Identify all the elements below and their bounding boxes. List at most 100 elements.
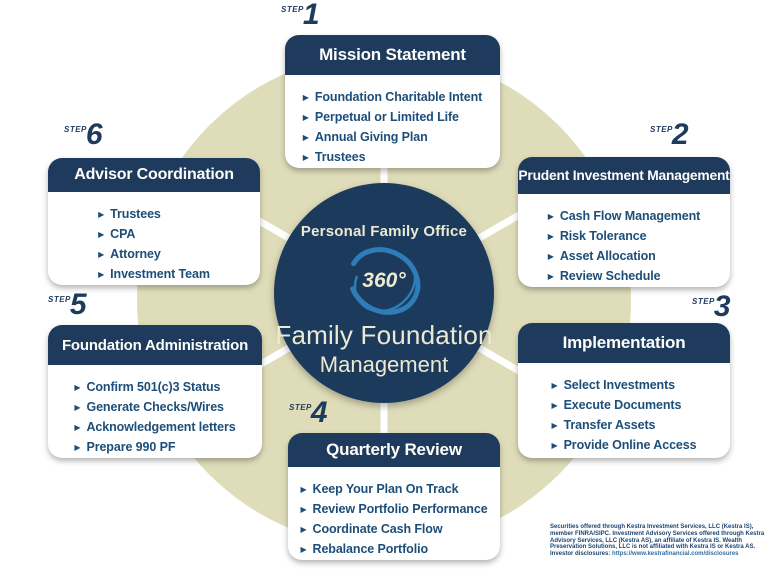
bullet-arrow-icon: ▶ bbox=[547, 272, 554, 281]
360-ring-icon bbox=[347, 247, 421, 315]
card-header: Mission Statement bbox=[285, 35, 500, 75]
list-item: ▶ Transfer Assets bbox=[552, 416, 697, 436]
center-title-line2: Management bbox=[319, 352, 449, 377]
list-item-label: Execute Documents bbox=[563, 398, 682, 412]
card-item-list: ▶Confirm 501(c)3 Status ▶Generate Checks… bbox=[74, 378, 235, 458]
bullet-arrow-icon: ▶ bbox=[74, 423, 81, 432]
list-item-label: Select Investments bbox=[563, 378, 676, 392]
step-badge-1: STEP 1 bbox=[281, 0, 320, 31]
list-item-label: Provide Online Access bbox=[563, 438, 697, 452]
badge-360: 360° bbox=[341, 244, 427, 318]
bullet-arrow-icon: ▶ bbox=[551, 441, 558, 450]
step-number: 3 bbox=[713, 290, 731, 323]
list-item: ▶Generate Checks/Wires bbox=[74, 398, 235, 418]
center-office-label: Personal Family Office bbox=[300, 223, 468, 240]
bullet-arrow-icon: ▶ bbox=[302, 153, 309, 162]
list-item: ▶ Provide Online Access bbox=[552, 436, 697, 456]
list-item-label: CPA bbox=[110, 227, 136, 241]
list-item: ▶ Cash Flow Management bbox=[547, 207, 701, 227]
list-item: ▶ Keep Your Plan On Track bbox=[300, 480, 487, 500]
list-item-label: Keep Your Plan On Track bbox=[312, 482, 459, 496]
step-card-quarterly-review: Quarterly Review ▶Keep Your Plan On Trac… bbox=[288, 433, 500, 560]
step-number: 5 bbox=[69, 288, 87, 321]
step-badge-3: STEP 3 bbox=[692, 290, 731, 323]
card-body: ▶Confirm 501(c)3 Status ▶Generate Checks… bbox=[48, 365, 262, 458]
card-body: ▶Foundation Charitable Intent ▶Perpetual… bbox=[285, 75, 500, 168]
bullet-arrow-icon: ▶ bbox=[547, 212, 554, 221]
list-item: ▶Risk Tolerance bbox=[548, 227, 700, 247]
step-word: STEP bbox=[692, 297, 715, 306]
list-item: ▶Select Investments bbox=[552, 376, 697, 396]
step-number: 1 bbox=[302, 0, 320, 31]
card-title: Prudent Investment Management bbox=[518, 168, 730, 183]
card-item-list: ▶Foundation Charitable Intent ▶Perpetual… bbox=[302, 88, 483, 168]
list-item: ▶ Trustees bbox=[303, 148, 482, 168]
list-item: ▶Confirm 501(c)3 Status bbox=[74, 378, 235, 398]
list-item-label: Trustees bbox=[110, 207, 161, 221]
step-badge-4: STEP 4 bbox=[289, 398, 328, 428]
list-item: ▶ Coordinate Cash Flow bbox=[300, 520, 487, 540]
list-item: ▶ Acknowledgement letters bbox=[74, 418, 235, 438]
list-item: ▶Asset Allocation bbox=[548, 247, 700, 267]
bullet-arrow-icon: ▶ bbox=[98, 230, 105, 239]
disclaimer-body: Securities offered through Kestra Invest… bbox=[550, 524, 765, 558]
card-header: Prudent Investment Management bbox=[518, 157, 730, 194]
list-item-label: Investment Team bbox=[110, 267, 210, 281]
step-word: STEP bbox=[48, 295, 71, 304]
bullet-arrow-icon: ▶ bbox=[300, 505, 307, 514]
list-item-label: Coordinate Cash Flow bbox=[312, 522, 443, 536]
card-title: Foundation Administration bbox=[61, 336, 249, 354]
step-word: STEP bbox=[64, 125, 87, 134]
bullet-arrow-icon: ▶ bbox=[302, 133, 309, 142]
list-item-label: Rebalance Portfolio bbox=[312, 542, 429, 556]
list-item: ▶ Execute Documents bbox=[552, 396, 697, 416]
card-body: ▶ Trustees ▶ CPA ▶ Attorney ▶Investment Tea… bbox=[48, 192, 260, 285]
step-badge-6: STEP 6 bbox=[64, 118, 103, 151]
bullet-arrow-icon: ▶ bbox=[551, 421, 558, 430]
list-item-label: Trustees bbox=[314, 150, 366, 164]
list-item: ▶ Rebalance Portfolio bbox=[300, 540, 487, 560]
list-item: ▶Perpetual or Limited Life bbox=[303, 108, 482, 128]
disclaimer-link: https://www.kestrafinancial.com/disclosu… bbox=[612, 551, 739, 558]
list-item: ▶Foundation Charitable Intent bbox=[303, 88, 483, 108]
list-item-label: Attorney bbox=[110, 247, 161, 261]
list-item-label: Prepare 990 PF bbox=[86, 440, 176, 454]
center-title-line1: Family Foundation bbox=[275, 320, 493, 350]
bullet-arrow-icon: ▶ bbox=[98, 210, 105, 219]
disclaimer-text: Securities offered through Kestra Invest… bbox=[550, 524, 766, 558]
list-item-label: Confirm 501(c)3 Status bbox=[86, 380, 221, 394]
step-card-foundation-administration: Foundation Administration ▶Confirm 501(c… bbox=[48, 325, 262, 458]
card-header: Implementation bbox=[518, 323, 730, 363]
bullet-arrow-icon: ▶ bbox=[551, 401, 558, 410]
badge-360-label: 360° bbox=[362, 269, 406, 292]
step-card-advisor-coordination: Advisor Coordination ▶ Trustees ▶ CPA ▶ Att… bbox=[48, 158, 260, 285]
card-item-list: ▶Select Investments ▶Execute Documents ▶… bbox=[552, 376, 697, 458]
card-title: Implementation bbox=[562, 333, 686, 352]
step-number: 2 bbox=[671, 118, 689, 151]
bullet-arrow-icon: ▶ bbox=[302, 113, 309, 122]
card-body: ▶Keep Your Plan On Track ▶Review Portfol… bbox=[288, 467, 500, 560]
bullet-arrow-icon: ▶ bbox=[98, 250, 105, 259]
list-item: ▶ Attorney bbox=[98, 245, 210, 265]
list-item: ▶Investment Team bbox=[98, 265, 210, 285]
center-circle bbox=[274, 183, 494, 403]
list-item-label: Cash Flow Management bbox=[559, 209, 701, 223]
list-item-label: Acknowledgement letters bbox=[86, 420, 236, 434]
list-item-label: Foundation Charitable Intent bbox=[314, 90, 483, 104]
card-header: Foundation Administration bbox=[48, 325, 262, 365]
card-title: Advisor Coordination bbox=[74, 166, 234, 183]
bullet-arrow-icon: ▶ bbox=[300, 545, 307, 554]
card-item-list: ▶ Trustees ▶ CPA ▶ Attorney ▶Investment Tea… bbox=[98, 205, 210, 285]
list-item: ▶Review Schedule bbox=[548, 267, 700, 287]
bullet-arrow-icon: ▶ bbox=[300, 525, 307, 534]
list-item-label: Generate Checks/Wires bbox=[86, 400, 224, 414]
card-body: ▶Cash Flow Management ▶Risk Tolerance ▶A… bbox=[518, 194, 730, 287]
list-item-label: Transfer Assets bbox=[563, 418, 656, 432]
step-word: STEP bbox=[281, 5, 304, 14]
list-item-label: Asset Allocation bbox=[559, 249, 656, 263]
step-card-mission-statement: Mission Statement ▶Foundation Charitable… bbox=[285, 35, 500, 168]
bullet-arrow-icon: ▶ bbox=[300, 485, 307, 494]
step-number: 6 bbox=[85, 118, 103, 151]
list-item: ▶ Trustees bbox=[98, 205, 210, 225]
